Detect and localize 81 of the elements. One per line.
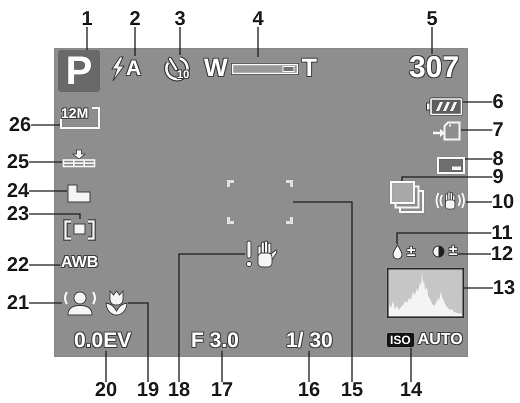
leader-line: [293, 201, 353, 382]
leader-line: [431, 27, 433, 54]
focus-frame: [227, 180, 293, 224]
leader-line: [29, 213, 81, 219]
stacked-frames-icon: [390, 181, 424, 213]
grid-arrow-icon: [62, 149, 96, 168]
person-icon: [62, 290, 98, 316]
callout-number: 13: [492, 280, 516, 296]
leader-line: [221, 350, 223, 382]
shaking-hand-icon: [435, 191, 466, 210]
leader-line: [396, 232, 492, 244]
callout-number: 22: [6, 257, 30, 273]
callout-number: 8: [492, 151, 504, 167]
leader-line: [464, 287, 493, 289]
plus-minus-sign: ±: [448, 244, 458, 259]
exclamation-hand-icon: [245, 240, 278, 268]
leader-line: [134, 27, 136, 56]
leader-line: [31, 124, 60, 126]
leader-line: [105, 350, 107, 382]
callout-number: 19: [136, 382, 160, 398]
iso-value: AUTO: [416, 332, 464, 348]
leader-line: [86, 27, 88, 50]
leader-line: [257, 27, 259, 57]
leader-line: [463, 101, 492, 103]
leader-line: [401, 176, 492, 181]
callout-number: 9: [492, 169, 504, 185]
callout-number: 18: [168, 382, 190, 398]
iso-label: ISO: [387, 332, 414, 347]
callout-number: 5: [426, 11, 438, 27]
callout-number: 17: [210, 382, 234, 398]
callout-number: 7: [492, 122, 504, 138]
memory-card-icon: [432, 121, 461, 141]
tulip-icon: [105, 290, 128, 316]
histogram: [387, 268, 464, 318]
exposure-value: 0.0EV: [73, 331, 132, 351]
leader-line: [128, 302, 149, 382]
battery-icon: [426, 97, 463, 116]
shutter-speed-value: 1/ 30: [285, 331, 334, 351]
leader-line: [178, 253, 245, 382]
leader-line: [466, 201, 492, 203]
leader-line: [465, 158, 492, 160]
resolution-indicator: 12M: [60, 107, 100, 129]
callout-number: 21: [6, 295, 30, 311]
step-shape-icon: [67, 184, 91, 203]
callout-number: 15: [340, 382, 364, 398]
callout-number: 3: [174, 11, 186, 27]
leader-line: [179, 27, 181, 55]
flash-mode-text: A: [125, 59, 142, 79]
leader-line: [29, 302, 62, 304]
callout-number: 10: [492, 194, 514, 210]
callout-number: 25: [6, 154, 30, 170]
callout-number: 1: [81, 11, 93, 27]
callout-number: 16: [298, 382, 320, 398]
callout-number: 26: [8, 117, 32, 133]
leader-line: [29, 190, 67, 192]
leader-line: [458, 253, 491, 255]
shot-count: 307: [408, 54, 460, 82]
callout-number: 20: [94, 382, 118, 398]
leader-line: [410, 348, 412, 382]
balance-mode-label: AWB: [60, 255, 100, 271]
zoom-tele-label: T: [300, 57, 318, 80]
leader-line: [29, 161, 62, 163]
center-bracket-icon: [63, 219, 96, 241]
leader-line: [308, 350, 310, 382]
callout-number: 2: [129, 11, 141, 27]
callout-number: 14: [400, 382, 422, 398]
callout-number: 12: [490, 246, 514, 262]
lcd-screen: [54, 48, 468, 357]
callout-number: 6: [492, 94, 504, 110]
zoom-wide-label: W: [203, 57, 229, 80]
leader-line: [461, 129, 492, 131]
aperture-value: F 3.0: [190, 331, 240, 351]
mode-indicator: P: [58, 50, 100, 92]
callout-number: 11: [491, 225, 513, 241]
callout-number: 4: [252, 11, 264, 27]
callout-number: 23: [6, 206, 30, 222]
rectangle-frame-icon: [437, 157, 465, 174]
timer-seconds-text: 10: [176, 70, 190, 82]
leader-line: [29, 264, 60, 266]
callout-number: 24: [6, 183, 30, 199]
plus-minus-sign: ±: [406, 244, 416, 260]
